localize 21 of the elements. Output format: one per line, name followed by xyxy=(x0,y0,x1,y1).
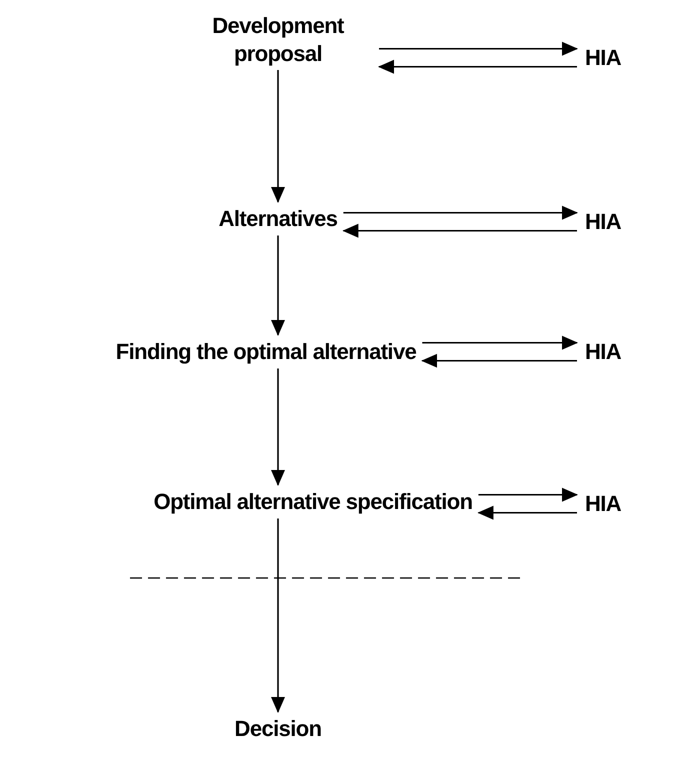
step-label: Alternatives xyxy=(218,205,338,232)
step-label: Decision xyxy=(234,715,322,742)
arrow xyxy=(343,206,578,220)
arrow xyxy=(271,368,285,486)
arrow xyxy=(271,518,285,713)
arrow xyxy=(422,336,578,350)
arrow xyxy=(342,224,577,238)
step-label: Optimal alternative specification xyxy=(154,488,472,516)
arrow xyxy=(478,488,578,502)
arrow xyxy=(378,60,577,74)
step-label: Finding the optimal alternative xyxy=(116,338,416,366)
assessment-label: HIA xyxy=(585,208,622,236)
arrow xyxy=(271,236,285,336)
assessment-label: HIA xyxy=(585,490,622,518)
step-label: Development proposal xyxy=(183,12,373,67)
assessment-label: HIA xyxy=(585,44,622,72)
arrow xyxy=(477,506,577,520)
arrow xyxy=(421,354,577,368)
arrow xyxy=(271,70,285,203)
assessment-label: HIA xyxy=(585,338,622,366)
arrow xyxy=(379,42,578,56)
